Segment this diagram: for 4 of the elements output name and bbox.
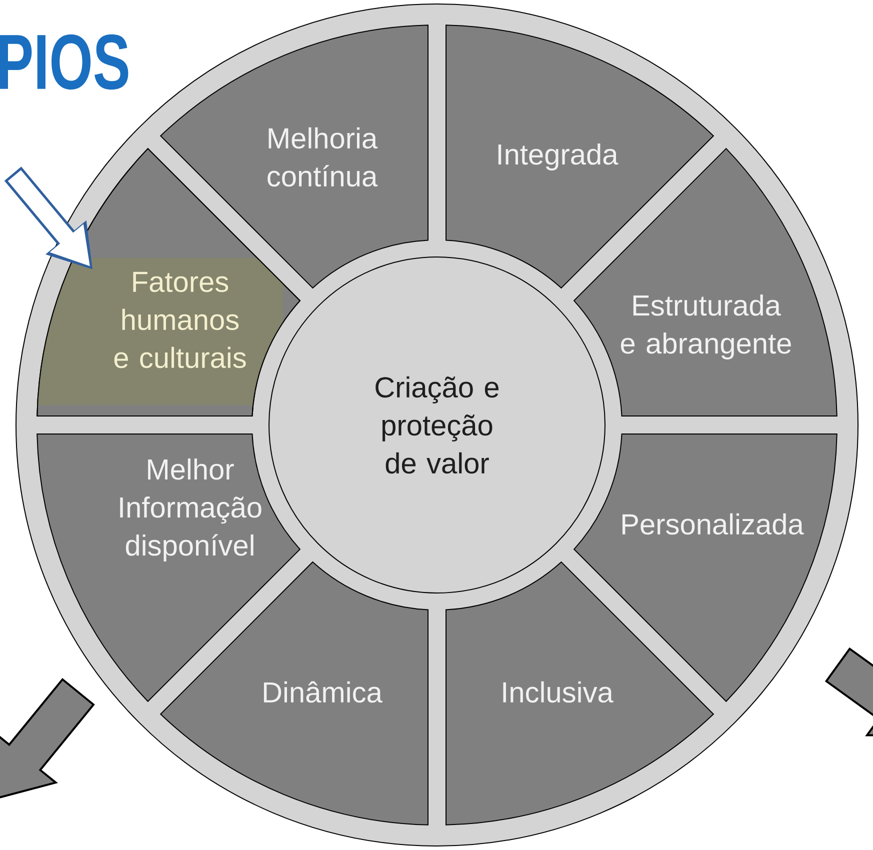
title: PIOS: [0, 34, 128, 90]
wheel-segment: Dinâmica: [160, 562, 428, 826]
wheel-segment: Inclusiva: [446, 562, 714, 826]
wheel-segment: Integrada: [446, 24, 714, 288]
